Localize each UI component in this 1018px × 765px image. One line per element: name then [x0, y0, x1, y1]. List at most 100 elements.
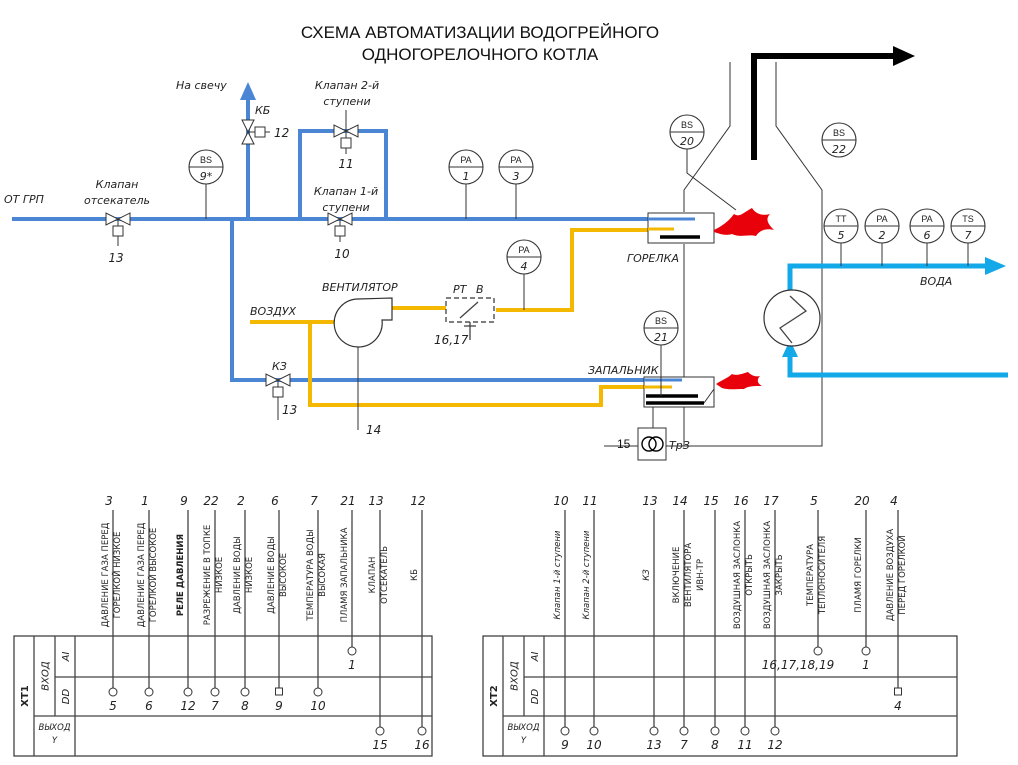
terminal-number: 12: [180, 699, 195, 713]
instrument-tt5[interactable]: TT5: [823, 208, 859, 266]
instrument-type: PA: [876, 214, 887, 224]
instrument-type: BS: [655, 316, 667, 326]
cutoff-valve-label-1: Клапан: [96, 178, 139, 191]
title-line-1: СХЕМА АВТОМАТИЗАЦИИ ВОДОГРЕЙНОГО: [301, 23, 659, 42]
water-in-arrow: [782, 340, 798, 357]
xt1-dd-label: DD: [61, 689, 72, 705]
kz-valve[interactable]: [265, 373, 291, 420]
signal-label: КБ: [410, 569, 420, 581]
signal-label: ДАВЛЕНИЕ ВОЗДУХА: [886, 529, 896, 621]
ignition-transformer[interactable]: [637, 407, 667, 461]
igniter[interactable]: [643, 376, 715, 408]
signal-label: ИВН-ТР: [696, 559, 706, 591]
signal-number: 7: [310, 494, 318, 508]
instrument-pa1[interactable]: PA 1: [448, 149, 484, 219]
instrument-number: 5: [838, 229, 845, 242]
signal-number: 15: [703, 494, 718, 508]
rt-number: 16,17: [434, 333, 469, 347]
kz-number: 13: [282, 403, 297, 417]
instrument-pa3[interactable]: PA 3: [498, 149, 534, 219]
signal-label: КЛАПАН: [368, 557, 378, 594]
flue-gas-line: [751, 53, 895, 160]
flue-outline: [604, 62, 823, 447]
terminal-number: 8: [711, 738, 719, 752]
signal-label: ПЛАМЯ ЗАПАЛЬНИКА: [340, 527, 350, 622]
valve-stage-2[interactable]: [333, 110, 359, 154]
vent-arrow: [240, 82, 256, 100]
signal-number: 20: [854, 494, 870, 508]
terminal-number: 15: [372, 738, 387, 752]
kb-label: КБ: [255, 104, 270, 117]
terminal-number: 1: [862, 658, 870, 672]
rt-label: РТ: [453, 283, 468, 296]
signal-number: 10: [553, 494, 569, 508]
signal-number: 2: [237, 494, 245, 508]
instrument-type: TS: [962, 214, 974, 224]
title-line-2: ОДНОГОРЕЛОЧНОГО КОТЛА: [362, 45, 599, 64]
instrument-number: 7: [965, 229, 972, 242]
xt2-dd-label: DD: [530, 689, 541, 705]
xt2-input-label: ВХОД: [510, 661, 521, 691]
xt2-output-y-label: Y: [521, 736, 527, 746]
burner[interactable]: [647, 212, 715, 244]
terminal-number: 6: [145, 699, 153, 713]
instrument-type: BS: [681, 120, 693, 130]
air-label: ВОЗДУХ: [250, 305, 297, 318]
terminal-number: 13: [646, 738, 661, 752]
signal-label: РАЗРЕЖЕНИЕ В ТОПКЕ: [203, 525, 213, 625]
signal-number: 11: [582, 494, 597, 508]
cutoff-valve[interactable]: [105, 212, 131, 246]
valve-stage-2-number: 11: [338, 157, 353, 171]
signal-label: ТЕПЛОНОСИТЕЛЯ: [818, 536, 828, 615]
burner-flame: [714, 208, 774, 236]
signal-label: ОТКРЫТЬ: [745, 554, 755, 596]
water-pipeline: [787, 263, 1008, 378]
kb-valve[interactable]: [241, 119, 270, 145]
instrument-number: 1: [463, 170, 470, 183]
instrument-type: PA: [510, 155, 521, 165]
instrument-bs9[interactable]: BS9*: [188, 149, 224, 219]
xt1-ai-label: AI: [61, 652, 72, 663]
instrument-pa4[interactable]: PA4: [506, 239, 542, 310]
fan-number: 14: [366, 423, 381, 437]
instrument-pa6[interactable]: PA6: [909, 208, 945, 266]
instrument-ts7[interactable]: TS 7: [950, 208, 986, 266]
signal-number: 14: [672, 494, 687, 508]
signal-number: 9: [180, 494, 188, 508]
signal-number: 6: [271, 494, 279, 508]
flue-gas-arrow: [893, 46, 915, 66]
terminal-number: 11: [737, 738, 752, 752]
xt2-column: 15 8: [703, 494, 720, 752]
instrument-type: PA: [518, 245, 529, 255]
signal-label: ГОРЕЛКОЙ НИЗКОЕ: [111, 532, 123, 619]
valve-stage-2-label-1: Клапан 2-й: [315, 79, 379, 92]
water-out-arrow: [985, 257, 1006, 275]
fan[interactable]: [333, 297, 393, 430]
signal-label: ВОЗДУШНАЯ ЗАСЛОНКА: [733, 521, 743, 629]
xt2-output-label: ВЫХОД: [508, 723, 540, 733]
instrument-number: 3: [513, 170, 520, 183]
signal-label: ДАВЛЕНИЕ ВОДЫ: [233, 536, 243, 614]
pressure-relay[interactable]: [445, 297, 495, 340]
signal-label: ВЫСОКАЯ: [318, 553, 328, 597]
xt2-ai-label: AI: [530, 652, 541, 663]
instrument-pa2[interactable]: PA2: [864, 208, 900, 266]
instrument-type: PA: [460, 155, 471, 165]
signal-number: 1: [141, 494, 149, 508]
instrument-number: 9*: [200, 170, 213, 183]
instrument-type: PA: [921, 214, 932, 224]
cutoff-valve-label-2: отсекатель: [84, 194, 150, 207]
valve-stage-1[interactable]: [327, 212, 353, 242]
signal-number: 21: [340, 494, 355, 508]
